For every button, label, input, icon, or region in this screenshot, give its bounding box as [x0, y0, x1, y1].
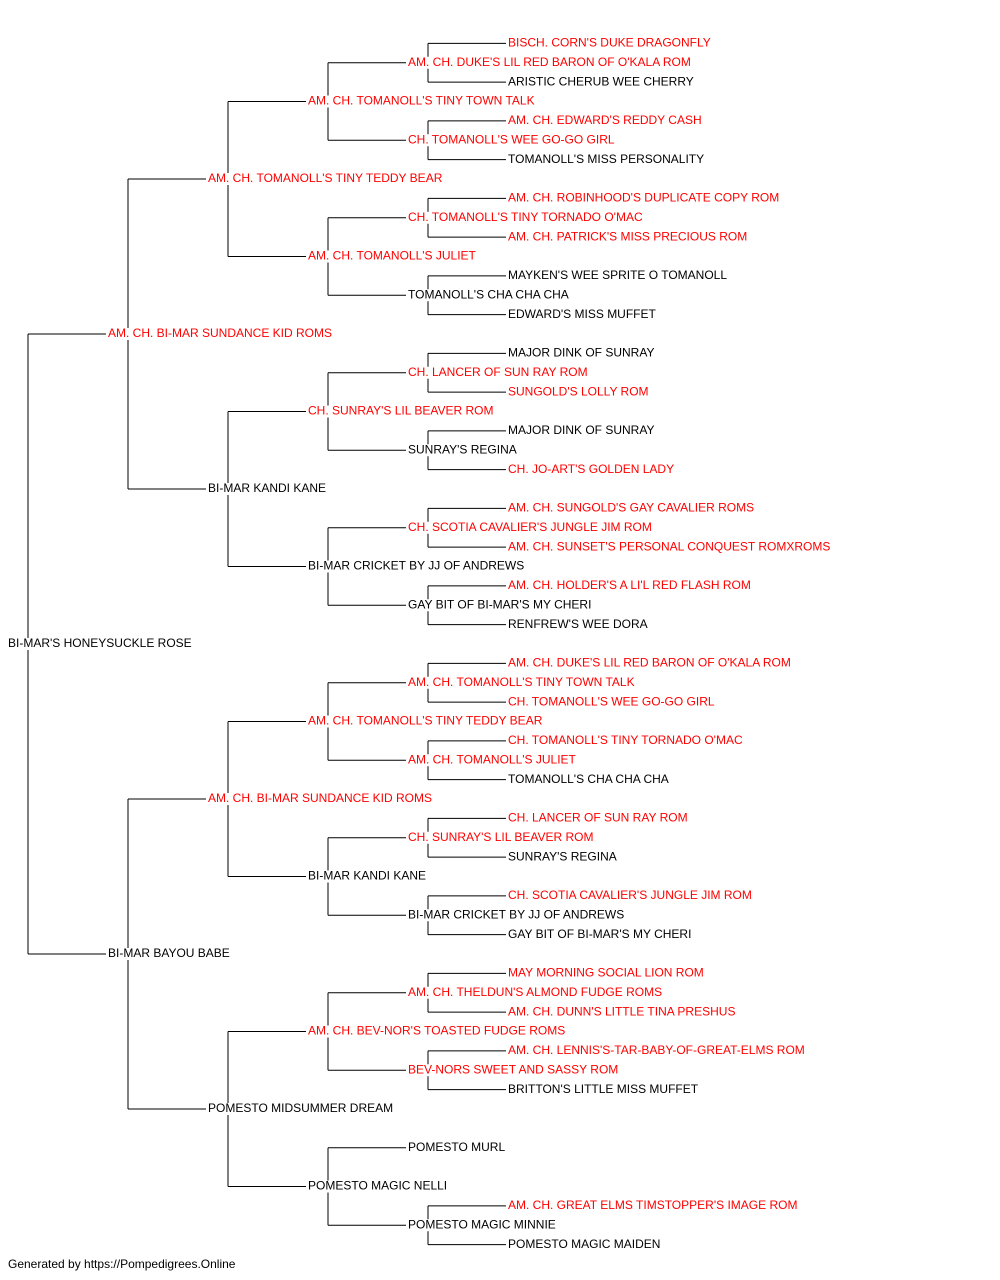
ancestor-name: AM. CH. ROBINHOOD'S DUPLICATE COPY ROM — [508, 191, 779, 205]
ancestor-name: AM. CH. PATRICK'S MISS PRECIOUS ROM — [508, 229, 747, 243]
ancestor-name: MAJOR DINK OF SUNRAY — [508, 423, 654, 437]
ancestor-name: AM. CH. EDWARD'S REDDY CASH — [508, 113, 702, 127]
ancestor-name: POMESTO MAGIC MAIDEN — [508, 1237, 660, 1251]
ancestor-name: AM. CH. THELDUN'S ALMOND FUDGE ROMS — [408, 985, 662, 999]
ancestor-name: CH. TOMANOLL'S TINY TORNADO O'MAC — [408, 210, 643, 224]
ancestor-name: POMESTO MAGIC NELLI — [308, 1179, 447, 1193]
ancestor-name: AM. CH. SUNGOLD'S GAY CAVALIER ROMS — [508, 501, 754, 515]
ancestor-name: AM. CH. TOMANOLL'S TINY TEDDY BEAR — [208, 171, 443, 185]
ancestor-name: RENFREW'S WEE DORA — [508, 617, 648, 631]
ancestor-name: GAY BIT OF BI-MAR'S MY CHERI — [408, 597, 591, 611]
ancestor-name: AM. CH. BI-MAR SUNDANCE KID ROMS — [108, 326, 332, 340]
ancestor-name: AM. CH. TOMANOLL'S TINY TOWN TALK — [308, 94, 535, 108]
ancestor-name: CH. SUNRAY'S LIL BEAVER ROM — [408, 830, 593, 844]
ancestor-name: BI-MAR KANDI KANE — [208, 481, 326, 495]
ancestor-name: TOMANOLL'S CHA CHA CHA — [508, 772, 669, 786]
ancestor-name: POMESTO MURL — [408, 1140, 505, 1154]
ancestor-name: CH. TOMANOLL'S TINY TORNADO O'MAC — [508, 733, 743, 747]
ancestor-name: EDWARD'S MISS MUFFET — [508, 307, 657, 321]
ancestor-name: CH. LANCER OF SUN RAY ROM — [408, 365, 588, 379]
ancestor-name: SUNGOLD'S LOLLY ROM — [508, 384, 649, 398]
ancestor-name: TOMANOLL'S MISS PERSONALITY — [508, 152, 704, 166]
ancestor-name: SUNRAY'S REGINA — [408, 442, 517, 456]
ancestor-name: TOMANOLL'S CHA CHA CHA — [408, 287, 569, 301]
ancestor-name: GAY BIT OF BI-MAR'S MY CHERI — [508, 927, 691, 941]
ancestor-name: CH. JO-ART'S GOLDEN LADY — [508, 462, 674, 476]
ancestor-name: AM. CH. TOMANOLL'S JULIET — [308, 249, 477, 263]
ancestor-name: AM. CH. GREAT ELMS TIMSTOPPER'S IMAGE RO… — [508, 1198, 797, 1212]
ancestor-name: AM. CH. HOLDER'S A LI'L RED FLASH ROM — [508, 578, 751, 592]
ancestor-name: BEV-NORS SWEET AND SASSY ROM — [408, 1062, 618, 1076]
ancestor-name: CH. SUNRAY'S LIL BEAVER ROM — [308, 404, 493, 418]
ancestor-name: SUNRAY'S REGINA — [508, 849, 617, 863]
ancestor-name: ARISTIC CHERUB WEE CHERRY — [508, 74, 694, 88]
ancestor-name: AM. CH. DUNN'S LITTLE TINA PRESHUS — [508, 1004, 735, 1018]
ancestor-name: AM. CH. SUNSET'S PERSONAL CONQUEST ROMXR… — [508, 539, 830, 553]
ancestor-name: AM. CH. DUKE'S LIL RED BARON OF O'KALA R… — [408, 55, 691, 69]
ancestor-name: POMESTO MAGIC MINNIE — [408, 1217, 556, 1231]
ancestor-name: MAJOR DINK OF SUNRAY — [508, 346, 654, 360]
ancestor-name: BRITTON'S LITTLE MISS MUFFET — [508, 1082, 699, 1096]
footer-credit: Generated by https://Pompedigrees.Online — [8, 1257, 236, 1271]
ancestor-name: CH. SCOTIA CAVALIER'S JUNGLE JIM ROM — [408, 520, 652, 534]
ancestor-name: CH. LANCER OF SUN RAY ROM — [508, 811, 688, 825]
ancestor-name: AM. CH. TOMANOLL'S JULIET — [408, 752, 577, 766]
ancestor-name: AM. CH. BEV-NOR'S TOASTED FUDGE ROMS — [308, 1024, 565, 1038]
ancestor-name: BI-MAR CRICKET BY JJ OF ANDREWS — [308, 559, 524, 573]
ancestor-name: MAYKEN'S WEE SPRITE O TOMANOLL — [508, 268, 727, 282]
ancestor-name: AM. CH. DUKE'S LIL RED BARON OF O'KALA R… — [508, 656, 791, 670]
ancestor-name: AM. CH. TOMANOLL'S TINY TEDDY BEAR — [308, 714, 543, 728]
ancestor-name: AM. CH. BI-MAR SUNDANCE KID ROMS — [208, 791, 432, 805]
ancestor-name: CH. TOMANOLL'S WEE GO-GO GIRL — [408, 132, 615, 146]
subject-name: BI-MAR'S HONEYSUCKLE ROSE — [8, 636, 192, 650]
ancestor-name: CH. TOMANOLL'S WEE GO-GO GIRL — [508, 694, 715, 708]
ancestor-name: BI-MAR BAYOU BABE — [108, 946, 230, 960]
ancestor-name: MAY MORNING SOCIAL LION ROM — [508, 966, 704, 980]
ancestor-name: BI-MAR KANDI KANE — [308, 869, 426, 883]
ancestor-name: CH. SCOTIA CAVALIER'S JUNGLE JIM ROM — [508, 888, 752, 902]
ancestor-name: BI-MAR CRICKET BY JJ OF ANDREWS — [408, 907, 624, 921]
ancestor-name: AM. CH. LENNIS'S-TAR-BABY-OF-GREAT-ELMS … — [508, 1043, 805, 1057]
ancestor-name: POMESTO MIDSUMMER DREAM — [208, 1101, 393, 1115]
ancestor-name: BISCH. CORN'S DUKE DRAGONFLY — [508, 36, 711, 50]
ancestor-name: AM. CH. TOMANOLL'S TINY TOWN TALK — [408, 675, 635, 689]
